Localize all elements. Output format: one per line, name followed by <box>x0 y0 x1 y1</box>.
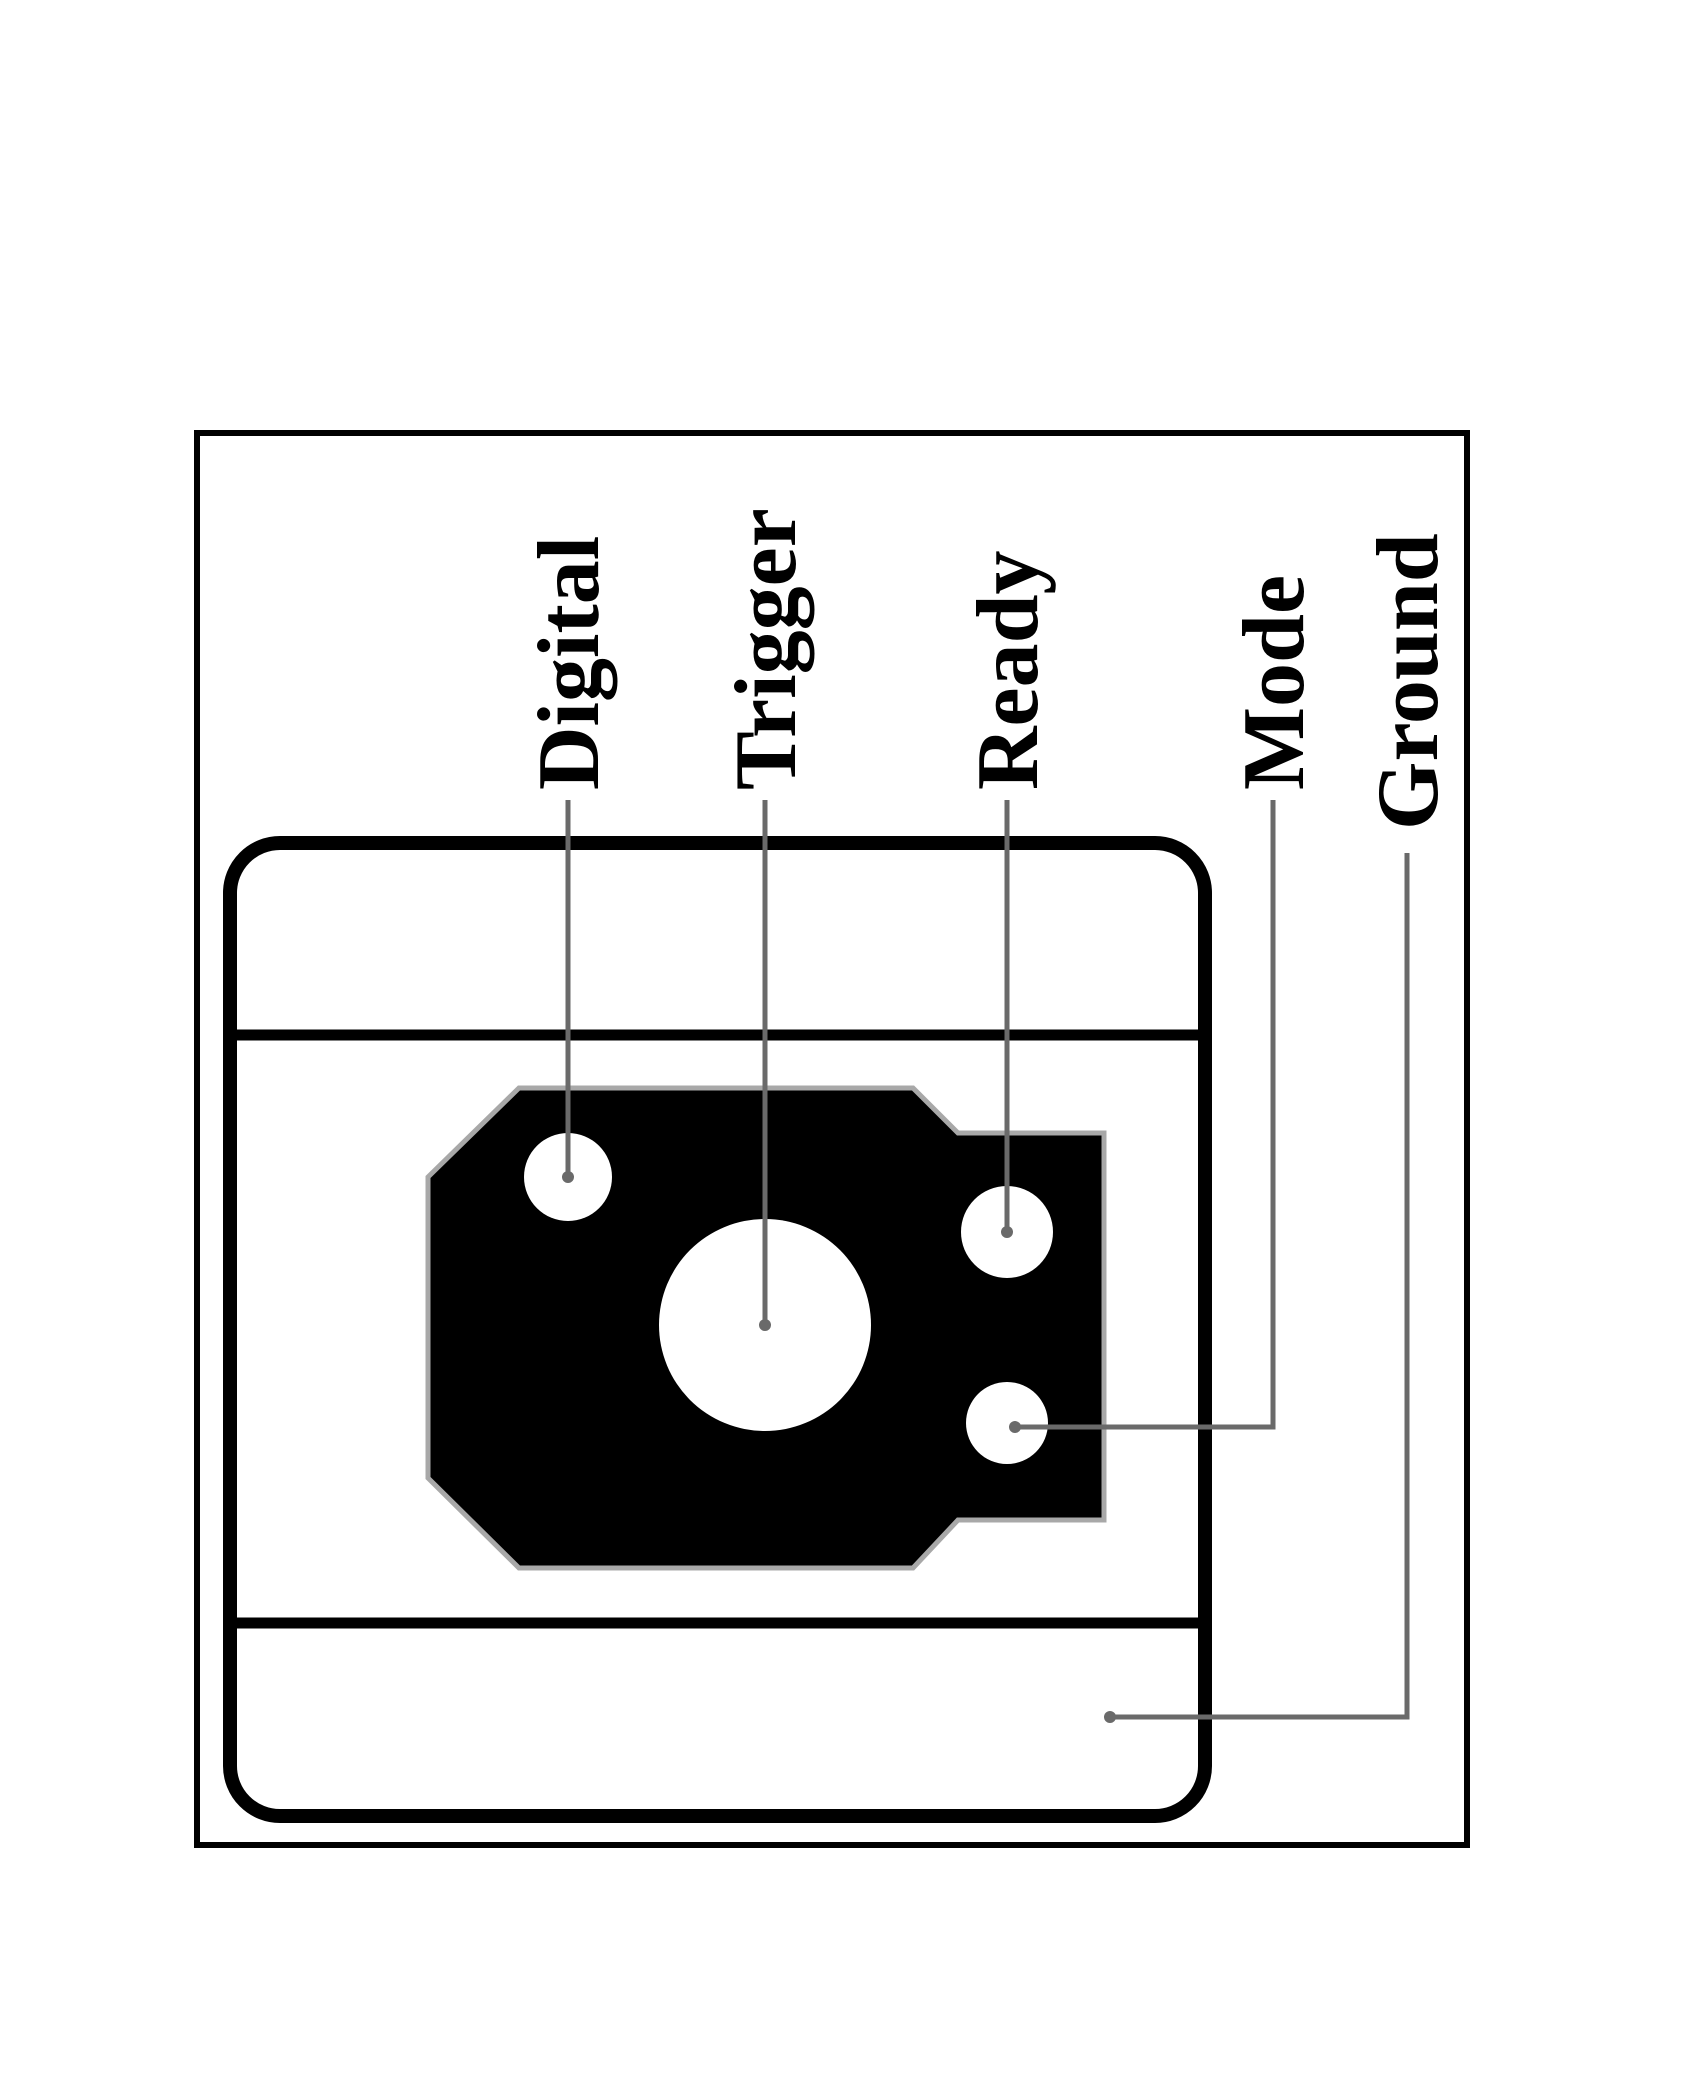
leader-dot-digital <box>562 1171 574 1183</box>
leader-mode <box>1015 800 1276 1430</box>
label-ground: Ground <box>1360 533 1457 830</box>
leader-dot-trigger <box>759 1319 771 1331</box>
label-trigger: Trigger <box>718 508 815 790</box>
label-ready: Ready <box>960 550 1057 790</box>
pin-mode <box>966 1382 1048 1464</box>
leader-dot-mode <box>1009 1421 1021 1433</box>
label-digital: Digital <box>521 536 618 790</box>
leader-ground <box>1110 853 1410 1720</box>
leader-dot-ready <box>1001 1226 1013 1238</box>
label-mode: Mode <box>1226 575 1323 790</box>
leader-dot-ground <box>1104 1711 1116 1723</box>
